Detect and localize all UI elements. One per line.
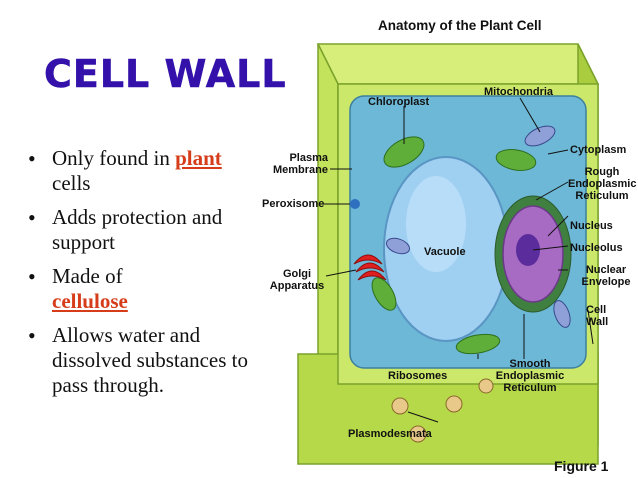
label-nuclear-envelope: Nuclear Envelope [581,264,631,288]
bullet-list: Only found in plant cells Adds protectio… [28,146,258,407]
slide-title: Cell Wall [44,52,287,97]
label-vacuole: Vacuole [424,246,466,258]
label-ribosomes: Ribosomes [388,370,448,382]
bullet-text: Adds protection and support [52,205,223,254]
bullet-item: Allows water and dissolved substances to… [28,323,258,398]
label-nucleolus: Nucleolus [570,242,623,254]
label-plasma-membrane: Plasma Membrane [272,152,328,176]
figure-caption: Figure 1 [554,458,609,474]
label-mitochondria: Mitochondria [484,86,554,98]
label-cell-wall: Cell Wall [586,304,609,328]
bullet-item: Only found in plant cells [28,146,258,196]
bullet-text: Made of [52,264,123,288]
bullet-item: Made of cellulose [28,264,258,314]
diagram-title: Anatomy of the Plant Cell [378,18,542,33]
bullet-text: Only found in [52,146,176,170]
label-rough-er: Rough Endoplasmic Reticulum [568,166,637,202]
bullet-highlight: cellulose [52,289,128,313]
bullet-item: Adds protection and support [28,205,258,255]
bullet-text: cells [52,171,91,195]
label-plasmodesmata: Plasmodesmata [348,428,432,440]
label-cytoplasm: Cytoplasm [570,144,627,156]
label-golgi-apparatus: Golgi Apparatus [269,268,325,292]
label-smooth-er: Smooth Endoplasmic Reticulum [495,358,565,394]
label-chloroplast: Chloroplast [368,96,430,108]
bullet-text: Allows water and dissolved substances to… [52,323,248,397]
bullet-highlight: plant [175,146,222,170]
plant-cell-diagram: Anatomy of the Plant Cell Chloroplast Mi… [258,14,638,478]
label-nucleus: Nucleus [570,220,613,232]
plant-cell-illustration [297,43,600,465]
label-peroxisome: Peroxisome [262,198,325,210]
